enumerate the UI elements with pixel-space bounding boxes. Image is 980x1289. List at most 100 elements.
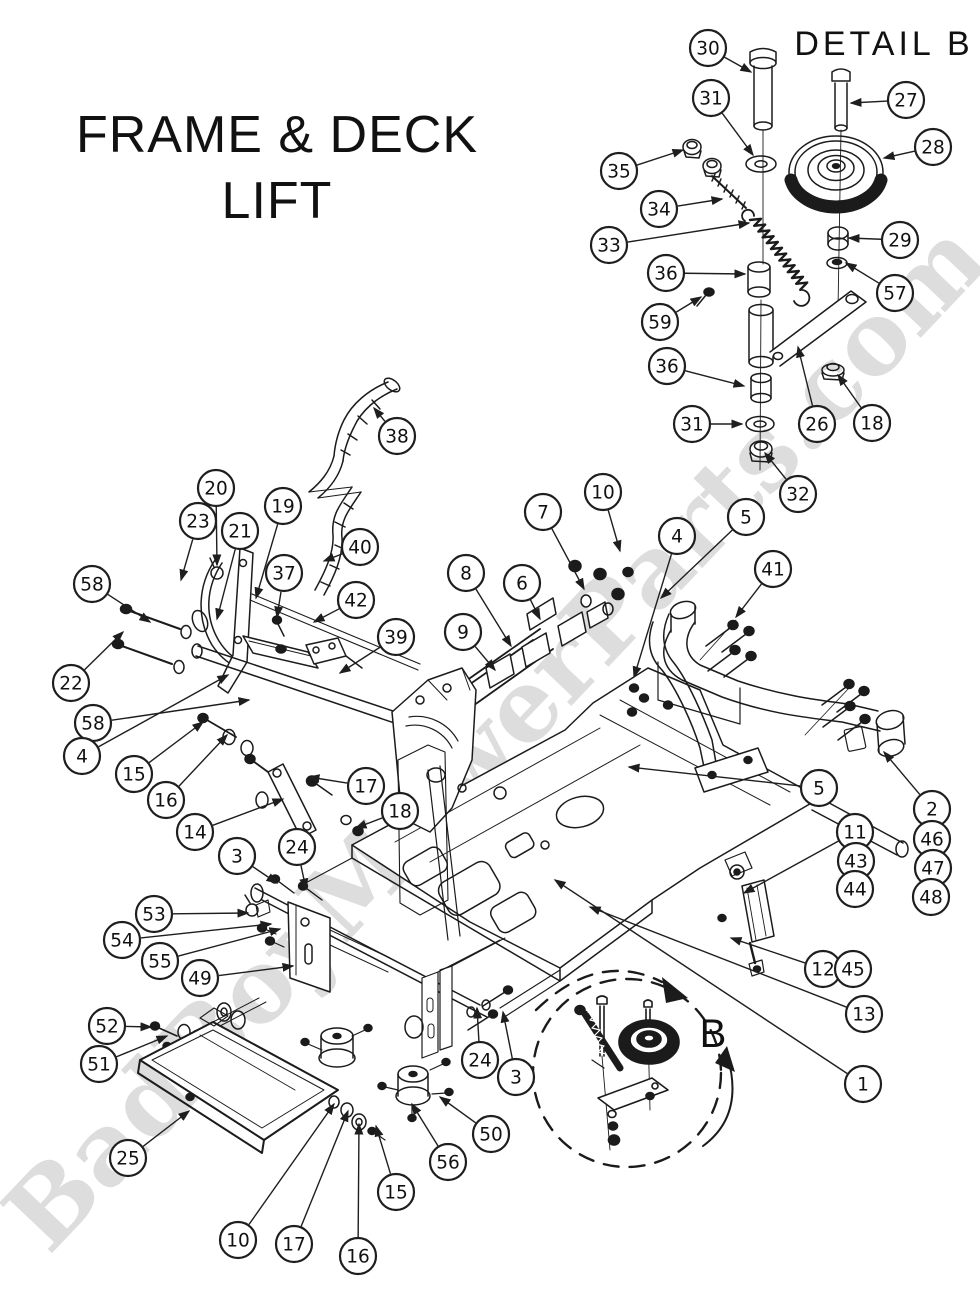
watermark-text: BadBoyMowerParts.com [0, 199, 980, 1273]
callout-12: 12 [729, 937, 843, 989]
callout-number-41: 41 [761, 560, 785, 581]
callout-bubble-24 [277, 827, 317, 867]
callout-number-44: 44 [843, 880, 867, 901]
callout-bubble-42 [336, 580, 376, 620]
leader-line-18 [837, 373, 862, 408]
callout-number-26: 26 [805, 415, 829, 436]
callout-bubble-45 [833, 949, 873, 989]
callout-10: 10 [583, 472, 623, 553]
callout-number-33: 33 [597, 236, 621, 257]
callout-bubble-20 [196, 468, 236, 508]
damper-art [717, 851, 775, 977]
channel-42 [242, 635, 319, 669]
callout-59: 59 [640, 296, 703, 342]
callout-47: 47 [913, 848, 953, 888]
callout-bubble-49 [180, 958, 220, 998]
callout-bubble-38 [377, 416, 417, 456]
callout-58: 58 [72, 564, 152, 623]
callout-bubble-53 [134, 894, 174, 934]
mounts-art [300, 937, 514, 1141]
callout-number-50: 50 [479, 1125, 503, 1146]
leader-line-24 [299, 865, 309, 891]
callout-bubble-28 [913, 127, 953, 167]
callout-19: 19 [254, 486, 303, 600]
callout-number-11: 11 [843, 823, 867, 844]
leader-line-41 [735, 583, 762, 619]
leader-line-13 [588, 906, 847, 1008]
callout-number-58: 58 [81, 714, 105, 735]
callout-bubble-5 [799, 768, 839, 808]
callout-number-31: 31 [680, 415, 704, 436]
callout-15: 15 [114, 721, 205, 794]
callout-number-3: 3 [510, 1068, 522, 1089]
callout-58: 58 [73, 697, 251, 743]
bolt-30-art [749, 47, 777, 131]
callout-number-24: 24 [468, 1051, 492, 1072]
callout-number-47: 47 [921, 859, 945, 880]
lever-plate-19 [217, 547, 254, 694]
callout-number-18: 18 [388, 802, 412, 823]
callout-bubble-1 [843, 1064, 883, 1104]
leader-line-17 [300, 1109, 349, 1227]
callout-number-4: 4 [671, 527, 683, 548]
callout-number-6: 6 [516, 574, 528, 595]
leader-line-33 [627, 220, 751, 243]
callout-22: 22 [51, 630, 125, 703]
callout-bubble-26 [797, 404, 837, 444]
callout-number-40: 40 [348, 538, 372, 559]
callout-number-8: 8 [460, 564, 472, 585]
washer-57-art [826, 256, 848, 270]
leader-line-58 [111, 697, 251, 721]
spacer-36-lower-art [750, 372, 772, 404]
callout-13: 13 [588, 906, 884, 1034]
callout-number-18: 18 [860, 414, 884, 435]
callout-number-22: 22 [59, 674, 83, 695]
callout-number-35: 35 [607, 162, 631, 183]
callout-number-39: 39 [384, 628, 408, 649]
callout-bubble-41 [753, 549, 793, 589]
washer-31-upper-art [745, 155, 777, 173]
leader-line-4 [632, 553, 673, 679]
callout-42: 42 [312, 580, 376, 623]
callout-bubble-39 [376, 617, 416, 657]
watermark: BadBoyMowerParts.com [0, 199, 980, 1273]
callout-number-15: 15 [122, 765, 146, 786]
callout-number-23: 23 [186, 512, 210, 533]
callout-35: 35 [599, 148, 685, 191]
callout-bubble-5 [726, 497, 766, 537]
left-linkage-art [111, 593, 421, 839]
callout-number-58: 58 [80, 575, 104, 596]
leader-line-15 [148, 721, 205, 764]
lift-lever-40 [308, 486, 362, 596]
leader-line-54 [140, 920, 273, 939]
main-frame-art [250, 667, 909, 1018]
callout-number-32: 32 [786, 485, 810, 506]
callout-number-46: 46 [920, 830, 944, 851]
callout-6: 6 [502, 563, 542, 621]
callout-9: 9 [443, 612, 496, 672]
leader-line-7 [551, 528, 585, 591]
leader-line-36 [684, 269, 747, 279]
callout-bubble-14 [175, 812, 215, 852]
callout-bubble-17 [274, 1224, 314, 1264]
callout-bubble-31 [672, 404, 712, 444]
callout-54: 54 [102, 920, 273, 960]
inset-assembly [574, 995, 680, 1151]
leader-line-32 [764, 451, 787, 480]
callout-number-2: 2 [926, 800, 938, 821]
callout-number-36: 36 [655, 357, 679, 378]
leader-line-21 [215, 549, 236, 621]
callout-number-54: 54 [110, 931, 134, 952]
callout-3: 3 [496, 1010, 536, 1097]
callout-48: 48 [911, 877, 951, 917]
bracket-49 [287, 901, 331, 993]
callout-11: 11 [742, 812, 875, 894]
callout-number-13: 13 [852, 1005, 876, 1026]
callout-number-42: 42 [344, 591, 368, 612]
callout-33: 33 [589, 220, 751, 265]
callout-41: 41 [735, 549, 793, 619]
leader-line-40 [322, 553, 343, 562]
leader-line-26 [796, 345, 814, 406]
callout-number-5: 5 [740, 508, 752, 529]
callout-number-14: 14 [183, 823, 207, 844]
